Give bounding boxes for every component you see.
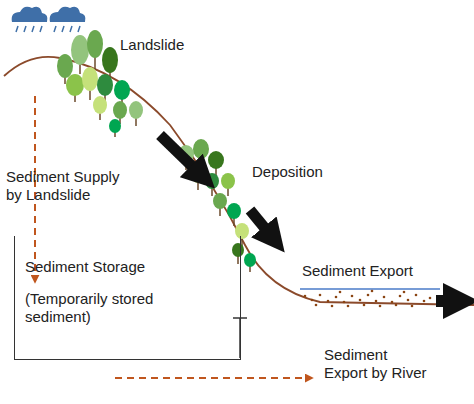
node-body: (Temporarily stored sediment): [25, 290, 175, 326]
dashed-arrow: [115, 377, 312, 379]
water-line: [300, 288, 440, 290]
flow-arrow: [160, 135, 196, 170]
hill-slope: [4, 57, 474, 305]
diagram-label: Sediment Export: [302, 262, 452, 280]
flow-arrow: [250, 210, 268, 232]
rain-cloud: [12, 7, 86, 32]
diagram-label: Sediment Export by River: [324, 346, 434, 382]
flow-arrow: [436, 295, 450, 307]
node-heading: Sediment Storage: [25, 258, 230, 276]
outlet-tick: [233, 317, 247, 319]
storage-tank: Sediment Storage (Temporarily stored sedi…: [14, 236, 241, 360]
diagram-label: Deposition: [252, 163, 362, 181]
diagram-label: Landslide: [120, 36, 220, 54]
diagram-label: Sediment Supply by Landslide: [6, 168, 136, 204]
sediment-dots: [304, 290, 432, 308]
